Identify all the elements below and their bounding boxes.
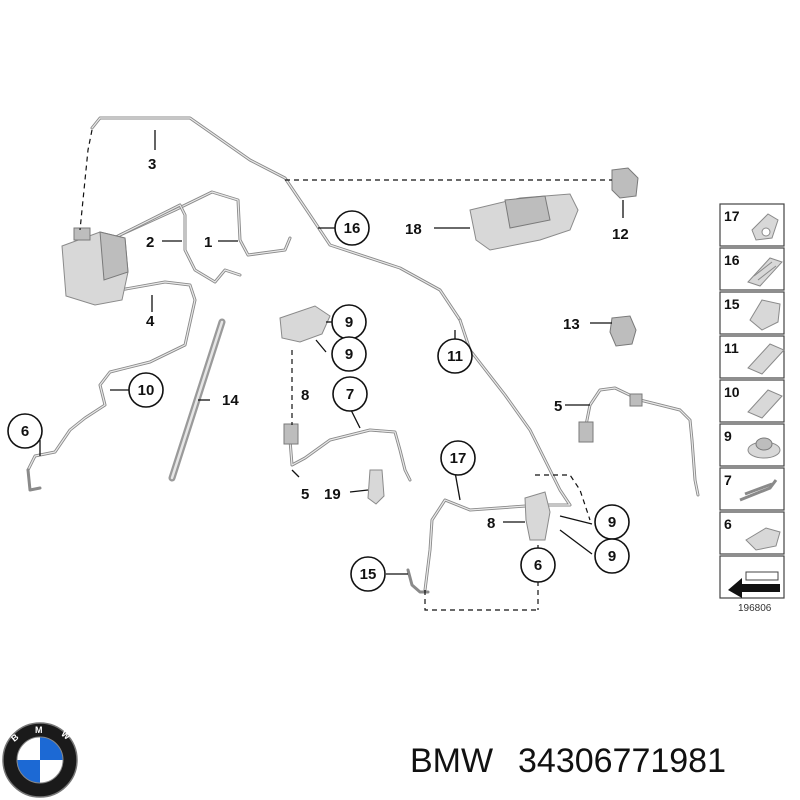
svg-text:6: 6 [534,557,542,574]
legend-item-17: 17 [719,203,785,247]
callout-9-b: 9 [331,336,367,372]
svg-text:9: 9 [345,346,353,363]
callout-8-lower: 8 [487,515,495,532]
svg-text:9: 9 [345,314,353,331]
svg-text:15: 15 [724,296,740,312]
callout-8-upper: 8 [301,387,309,404]
legend-arrow-tile [719,555,785,599]
hose-fitting-5-right [578,393,643,443]
legend-item-16: 16 [719,247,785,291]
callout-9-c: 9 [594,504,630,540]
svg-text:6: 6 [21,423,29,440]
clip-13 [609,315,637,347]
callout-1: 1 [204,234,212,251]
svg-text:16: 16 [724,252,740,268]
brand-name: BMW [410,742,493,780]
callout-labels: 3 2 1 4 14 18 12 13 8 5 19 5 8 [146,156,629,532]
clip-12 [611,167,639,199]
callout-6-left: 6 [7,413,43,449]
bracket-8-upper [279,305,331,343]
svg-text:17: 17 [450,450,467,467]
legend-item-15: 15 [719,291,785,335]
callout-13: 13 [563,316,580,333]
callout-4: 4 [146,313,155,330]
brake-pipes [26,116,700,594]
logo-letter-m: M [35,725,43,735]
logo-letter-b: B [9,731,21,743]
callout-7: 7 [332,376,368,412]
callout-14: 14 [222,392,239,409]
bracket-18 [469,193,579,251]
legend-item-11: 11 [719,335,785,379]
svg-text:10: 10 [138,382,155,399]
callout-11: 11 [437,338,473,374]
bmw-logo: B M W [2,722,78,798]
legend-item-6: 6 [719,511,785,555]
legend-item-10: 10 [719,379,785,423]
callout-18: 18 [405,221,422,238]
svg-text:11: 11 [724,340,739,356]
callout-3: 3 [148,156,156,173]
callout-17: 17 [440,440,476,476]
parts-legend: 17 16 15 11 10 9 [719,203,785,614]
svg-text:9: 9 [724,428,732,444]
callout-10: 10 [128,372,164,408]
part-number: 34306771981 [518,742,726,780]
callout-16: 16 [334,210,370,246]
diagram-reference-number: 196806 [738,603,772,614]
bracket-8-lower [524,491,551,541]
svg-text:10: 10 [724,384,740,400]
callout-5-left: 5 [301,486,309,503]
svg-text:9: 9 [608,514,616,531]
svg-text:16: 16 [344,220,361,237]
hose-fitting-5-left [283,423,299,445]
svg-text:11: 11 [447,348,463,365]
callout-15: 15 [350,556,386,592]
svg-text:17: 17 [724,208,740,224]
svg-text:7: 7 [346,386,354,403]
abs-unit [61,227,129,306]
svg-text:7: 7 [724,472,732,488]
circled-callouts: 16 9 9 11 10 7 6 17 [7,210,630,592]
callout-5-right: 5 [554,398,562,415]
callout-9-d: 9 [594,538,630,574]
svg-text:15: 15 [360,566,377,583]
legend-item-7: 7 [719,467,785,511]
callout-2: 2 [146,234,154,251]
svg-text:9: 9 [608,548,616,565]
callout-19: 19 [324,486,341,503]
callout-12: 12 [612,226,629,243]
callout-6-lower: 6 [520,547,556,583]
callout-9-a: 9 [331,304,367,340]
legend-item-9: 9 [719,423,785,467]
connector-19 [367,469,385,505]
svg-text:6: 6 [724,516,732,532]
